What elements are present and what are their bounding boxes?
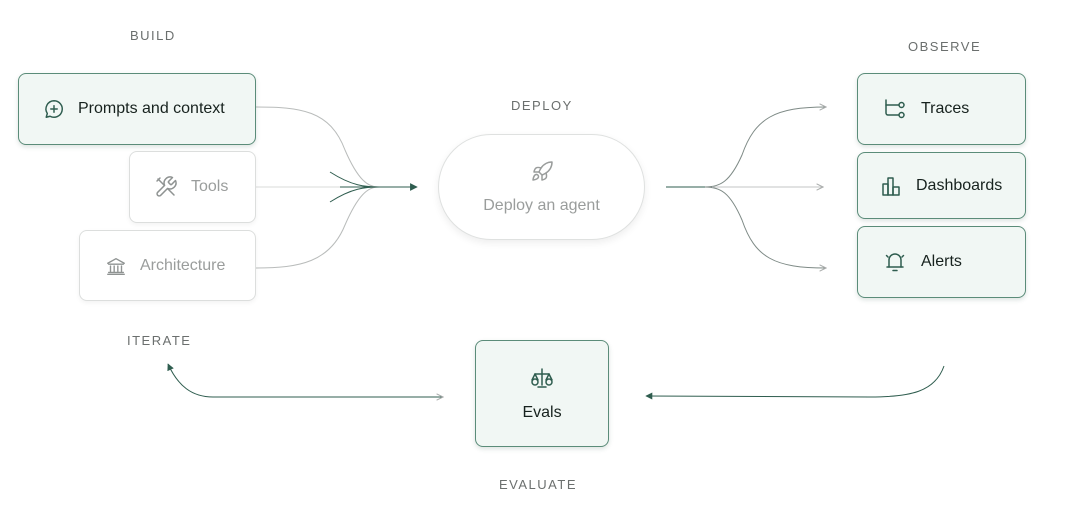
section-label-iterate: ITERATE (127, 333, 192, 348)
deploy-to-observe-wires (666, 107, 826, 268)
evals-label: Evals (522, 403, 562, 421)
bell-icon (883, 250, 907, 274)
prompts-and-context-card[interactable]: Prompts and context (18, 73, 256, 145)
section-label-observe: OBSERVE (908, 39, 982, 54)
evals-card[interactable]: Evals (475, 340, 609, 447)
architecture-label: Architecture (140, 256, 226, 274)
rocket-icon (530, 160, 554, 184)
iterate-wire (168, 364, 443, 397)
architecture-card[interactable]: Architecture (79, 230, 256, 301)
dashboards-card[interactable]: Dashboards (857, 152, 1026, 219)
tools-label: Tools (191, 178, 229, 195)
build-to-deploy-wires (255, 106, 418, 269)
prompts-and-context-label: Prompts and context (78, 100, 225, 117)
deploy-agent-node[interactable]: Deploy an agent (438, 134, 645, 240)
scale-icon (530, 366, 554, 390)
bar-chart-icon (880, 174, 904, 198)
dashboards-label: Dashboards (916, 176, 1003, 194)
tools-icon (154, 175, 178, 199)
bank-icon (105, 255, 127, 277)
traces-icon (883, 97, 907, 121)
traces-card[interactable]: Traces (857, 73, 1026, 145)
traces-label: Traces (921, 100, 970, 117)
section-label-evaluate: EVALUATE (499, 477, 577, 492)
tools-card[interactable]: Tools (129, 151, 256, 223)
observe-to-evals-wire (645, 365, 945, 400)
section-label-build: BUILD (130, 28, 176, 43)
deploy-agent-label: Deploy an agent (483, 196, 600, 214)
alerts-card[interactable]: Alerts (857, 226, 1026, 298)
section-label-deploy: DEPLOY (511, 98, 573, 113)
chat-plus-icon (43, 98, 65, 120)
alerts-label: Alerts (921, 253, 962, 270)
